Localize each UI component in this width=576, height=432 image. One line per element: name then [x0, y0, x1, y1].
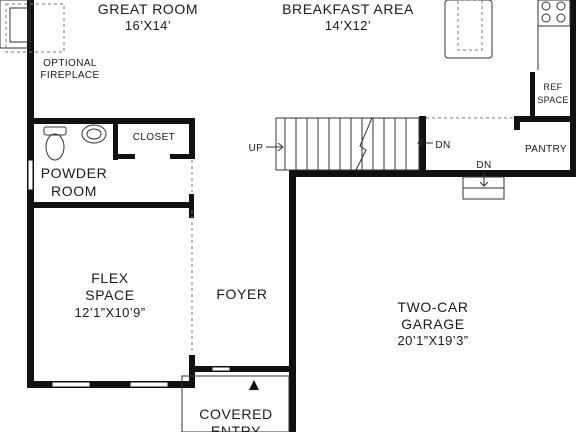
- powder-window: [27, 159, 34, 191]
- closet-right-wall: [189, 118, 195, 159]
- garage-steps: [462, 172, 505, 200]
- closet-label: CLOSET: [133, 132, 175, 143]
- pantry-top-wall: [514, 116, 576, 122]
- ref-space-line1: REF: [544, 82, 563, 92]
- pantry-left-wall: [514, 116, 520, 130]
- stair-up-label: UP: [249, 143, 264, 154]
- pantry-label: PANTRY: [525, 144, 567, 155]
- stair-down-arrowhead: [417, 138, 424, 148]
- flex-window-left: [51, 381, 91, 388]
- main-staircase: [275, 117, 420, 171]
- flex-space-line1: FLEX: [91, 270, 128, 286]
- stair-down-label: DN: [435, 140, 450, 151]
- foyer-front-wall: [195, 366, 295, 372]
- flex-window-right: [129, 381, 169, 388]
- garage-dims: 20’1”X19’3”: [398, 333, 469, 348]
- powder-flex-divider: [27, 202, 194, 208]
- covered-entry-outline: [181, 375, 290, 432]
- ref-space-wall: [530, 72, 535, 122]
- toilet-icon: [43, 126, 67, 161]
- fireplace-label-line1: OPTIONAL: [43, 58, 97, 69]
- great-room-dims: 16’X14’: [125, 18, 171, 33]
- flex-space-dims: 12’1”X10’9”: [75, 305, 146, 320]
- closet-bottom-wall-a: [113, 154, 135, 159]
- flex-right-wall: [189, 355, 195, 388]
- sink-icon: [81, 124, 107, 144]
- powder-room-line2: ROOM: [51, 183, 97, 199]
- closet-bottom-wall-b: [170, 154, 195, 159]
- stair-right-wall: [419, 116, 426, 174]
- garage-left-wall: [289, 170, 296, 432]
- covered-entry-line2: ENTRY: [211, 423, 261, 432]
- garage-line2: GARAGE: [401, 316, 465, 332]
- breakfast-area-name: BREAKFAST AREA: [282, 1, 414, 17]
- covered-entry-line1: COVERED: [199, 406, 272, 422]
- flex-bottom-wall: [27, 381, 195, 388]
- powder-room-line1: POWDER: [41, 165, 108, 181]
- garage-steps-down-label: DN: [476, 160, 491, 171]
- fireplace-outline: [0, 0, 65, 53]
- flex-space-line2: SPACE: [85, 287, 134, 303]
- stair-up-arrowhead: [277, 142, 284, 152]
- fireplace-label-line2: FIREPLACE: [40, 70, 99, 81]
- breakfast-area-dims: 14’X12’: [325, 18, 371, 33]
- left-exterior-wall: [27, 118, 34, 388]
- right-exterior-wall: [570, 0, 576, 177]
- kitchen-island: [444, 0, 493, 59]
- foyer-label: FOYER: [216, 286, 267, 302]
- powder-top-wall: [27, 118, 195, 124]
- garage-top-wall: [289, 170, 576, 177]
- foyer-window: [211, 366, 231, 372]
- great-room-name: GREAT ROOM: [98, 1, 198, 17]
- great-room-left-wall: [27, 0, 34, 122]
- powder-closet-divider: [113, 118, 118, 160]
- entry-arrow-icon: [249, 380, 259, 390]
- range-cooktop: [537, 0, 571, 27]
- garage-line1: TWO-CAR: [397, 299, 468, 315]
- ref-space-line2: SPACE: [537, 95, 568, 105]
